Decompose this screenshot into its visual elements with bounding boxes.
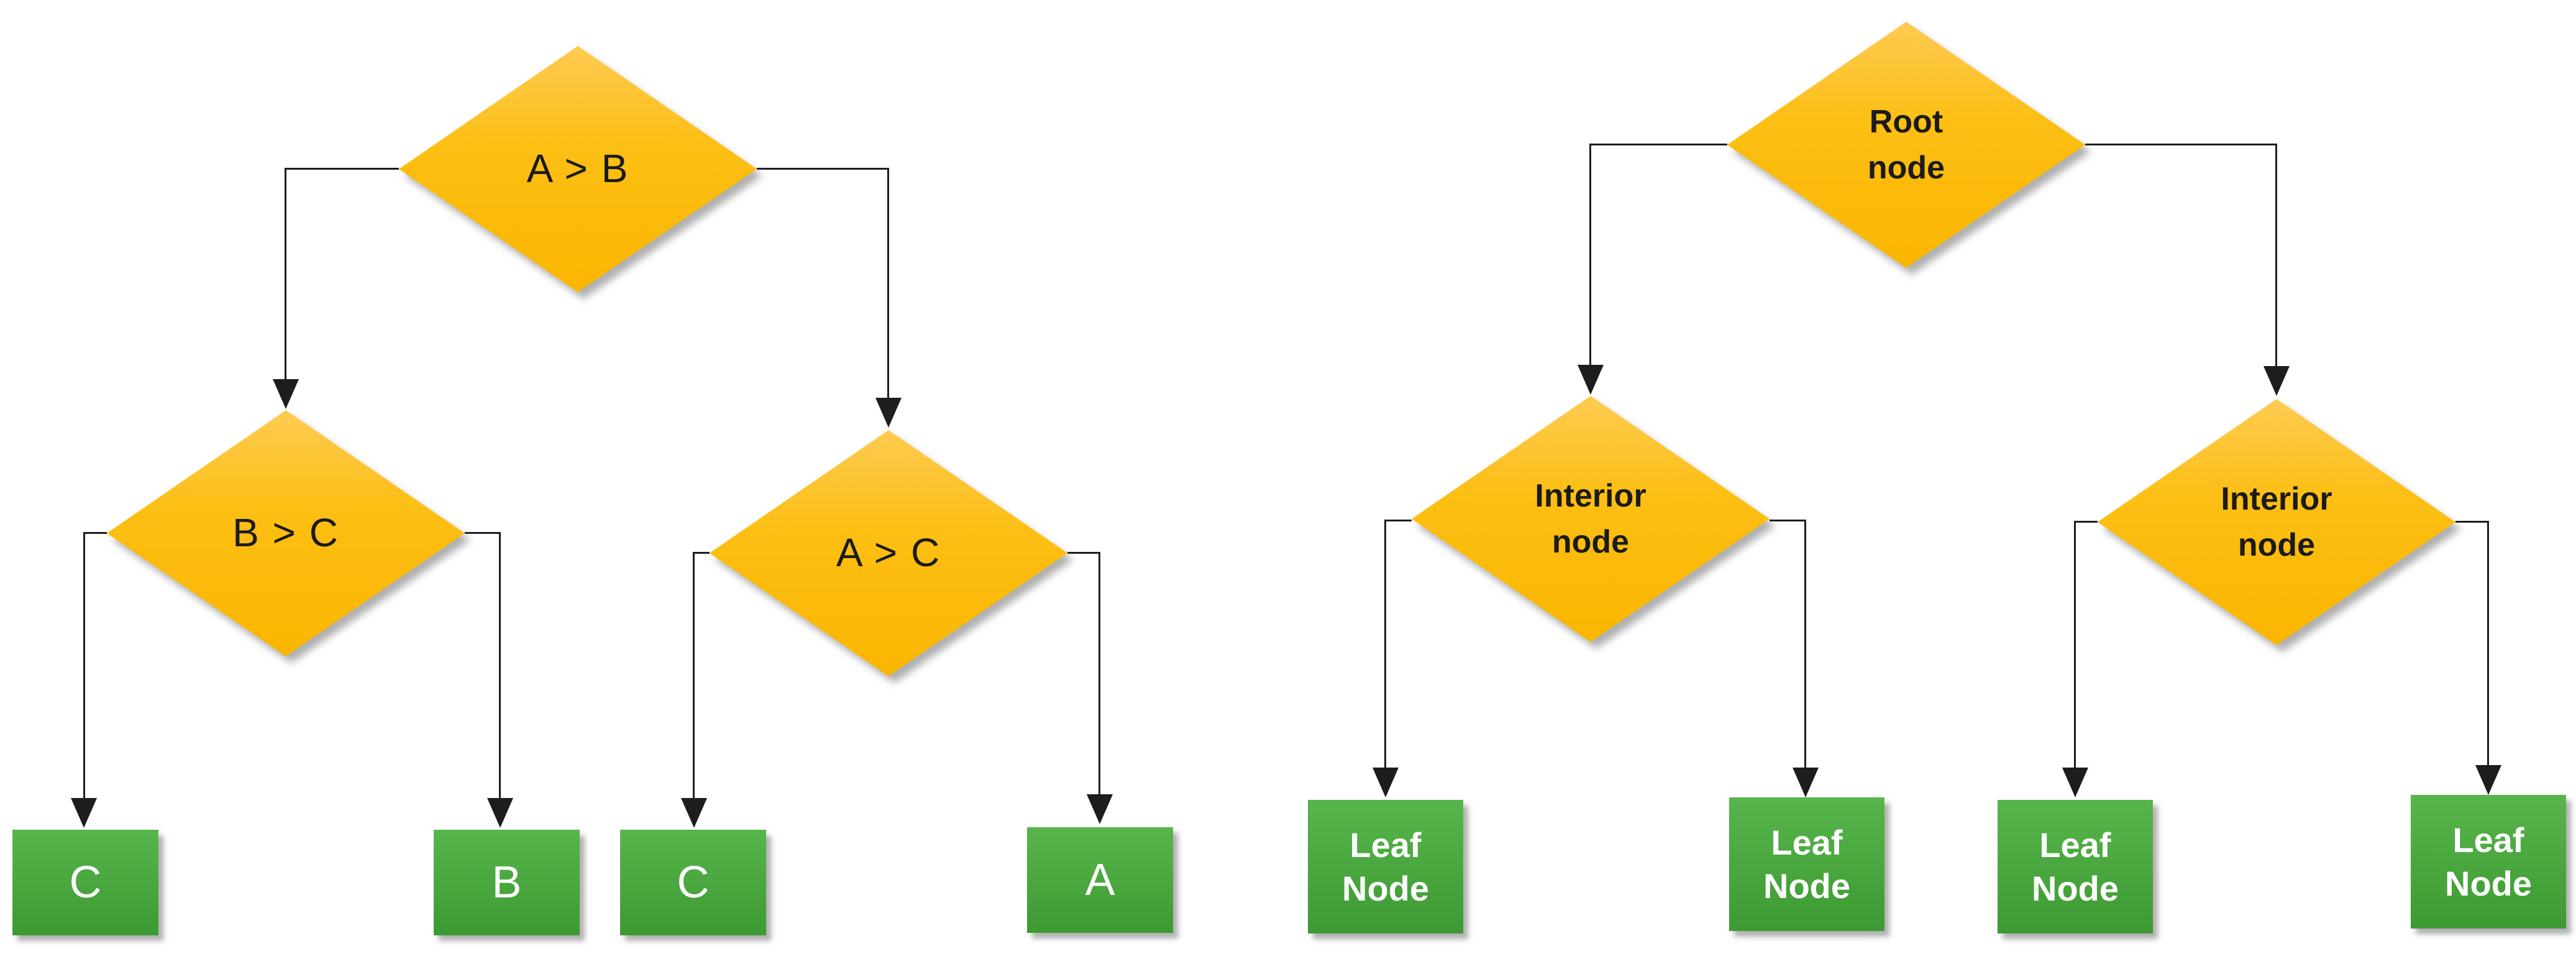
decision-label: A > C: [836, 530, 941, 576]
connector-vline: [1098, 552, 1100, 796]
arrowhead-down-icon: [1578, 365, 1604, 395]
decision-node-a-gt-b: A > B: [399, 46, 757, 292]
leaf-node-4: Leaf Node: [2411, 795, 2566, 929]
connector-hline: [1591, 144, 1727, 145]
arrowhead-down-icon: [2062, 768, 2088, 797]
root-node-label-line2: node: [1867, 150, 1945, 186]
connector-vline: [1589, 144, 1591, 366]
connector-hline: [2075, 521, 2098, 523]
connector-hline: [2455, 521, 2488, 523]
interior-node-label-line2: node: [1551, 524, 1630, 560]
arrowhead-down-icon: [1793, 768, 1819, 797]
connector-hline: [1067, 552, 1100, 554]
connector-vline: [2487, 521, 2489, 766]
leaf-label-line1: Leaf: [1771, 822, 1843, 862]
diamond-shape: B > C: [107, 410, 465, 656]
diamond-shape: Root node: [1727, 22, 2085, 268]
leaf-label: B: [491, 858, 522, 907]
arrowhead-down-icon: [71, 798, 97, 828]
arrowhead-down-icon: [681, 798, 707, 828]
leaf-node-c-1: C: [12, 830, 158, 935]
diamond-shape: A > C: [710, 430, 1067, 676]
leaf-label-line2: Node: [2445, 863, 2532, 903]
diamond-shape: Interior node: [2098, 399, 2455, 645]
leaf-label-line2: Node: [1763, 866, 1850, 906]
arrowhead-down-icon: [1087, 794, 1113, 824]
arrowhead-down-icon: [875, 398, 902, 428]
connector-hline: [84, 532, 107, 534]
connector-hline: [694, 552, 710, 554]
connector-hline: [1386, 520, 1412, 521]
decision-node-b-gt-c: B > C: [107, 410, 465, 656]
arrowhead-down-icon: [1372, 768, 1399, 797]
interior-node-left-diamond: Interior node: [1412, 396, 1770, 642]
leaf-label-line2: Node: [1342, 868, 1429, 908]
leaf-label-line2: Node: [2032, 868, 2119, 908]
leaf-node-a: A: [1027, 827, 1173, 933]
interior-node-right-diamond: Interior node: [2098, 399, 2455, 645]
interior-node-label-line2: node: [2237, 527, 2316, 563]
root-node-diamond: Root node: [1727, 22, 2085, 268]
connector-hline: [465, 532, 500, 534]
connector-vline: [1384, 520, 1386, 769]
connector-vline: [887, 168, 889, 399]
decision-label: A > B: [526, 146, 629, 191]
connector-vline: [2275, 144, 2277, 367]
connector-vline: [285, 168, 286, 380]
connector-vline: [1804, 520, 1806, 769]
connector-hline: [286, 168, 399, 170]
interior-node-label-line1: Interior: [1535, 478, 1647, 514]
root-node-label-line1: Root: [1869, 104, 1943, 140]
arrowhead-down-icon: [2263, 366, 2290, 396]
arrowhead-down-icon: [487, 798, 513, 828]
arrowhead-down-icon: [273, 379, 299, 409]
connector-vline: [2074, 521, 2076, 769]
decision-node-a-gt-c: A > C: [710, 430, 1067, 676]
leaf-node-c-2: C: [620, 830, 766, 935]
leaf-node-1: Leaf Node: [1308, 800, 1463, 933]
leaf-node-2: Leaf Node: [1729, 797, 1884, 931]
leaf-label: C: [677, 858, 710, 907]
leaf-node-3: Leaf Node: [1998, 800, 2153, 933]
leaf-node-b: B: [434, 830, 580, 935]
arrowhead-down-icon: [2475, 765, 2501, 795]
connector-hline: [2085, 144, 2277, 145]
connector-vline: [693, 552, 695, 799]
leaf-label-line1: Leaf: [2452, 820, 2524, 860]
diamond-shape: Interior node: [1412, 396, 1770, 642]
leaf-label: A: [1085, 855, 1115, 905]
leaf-label: C: [69, 858, 102, 907]
leaf-label-line1: Leaf: [2039, 825, 2111, 865]
connector-hline: [1770, 520, 1806, 521]
interior-node-label-line1: Interior: [2221, 481, 2332, 517]
connector-vline: [499, 532, 501, 799]
decision-label: B > C: [232, 510, 339, 556]
connector-hline: [757, 168, 888, 170]
leaf-label-line1: Leaf: [1350, 825, 1422, 865]
connector-vline: [83, 532, 85, 799]
diamond-shape: A > B: [399, 46, 757, 292]
